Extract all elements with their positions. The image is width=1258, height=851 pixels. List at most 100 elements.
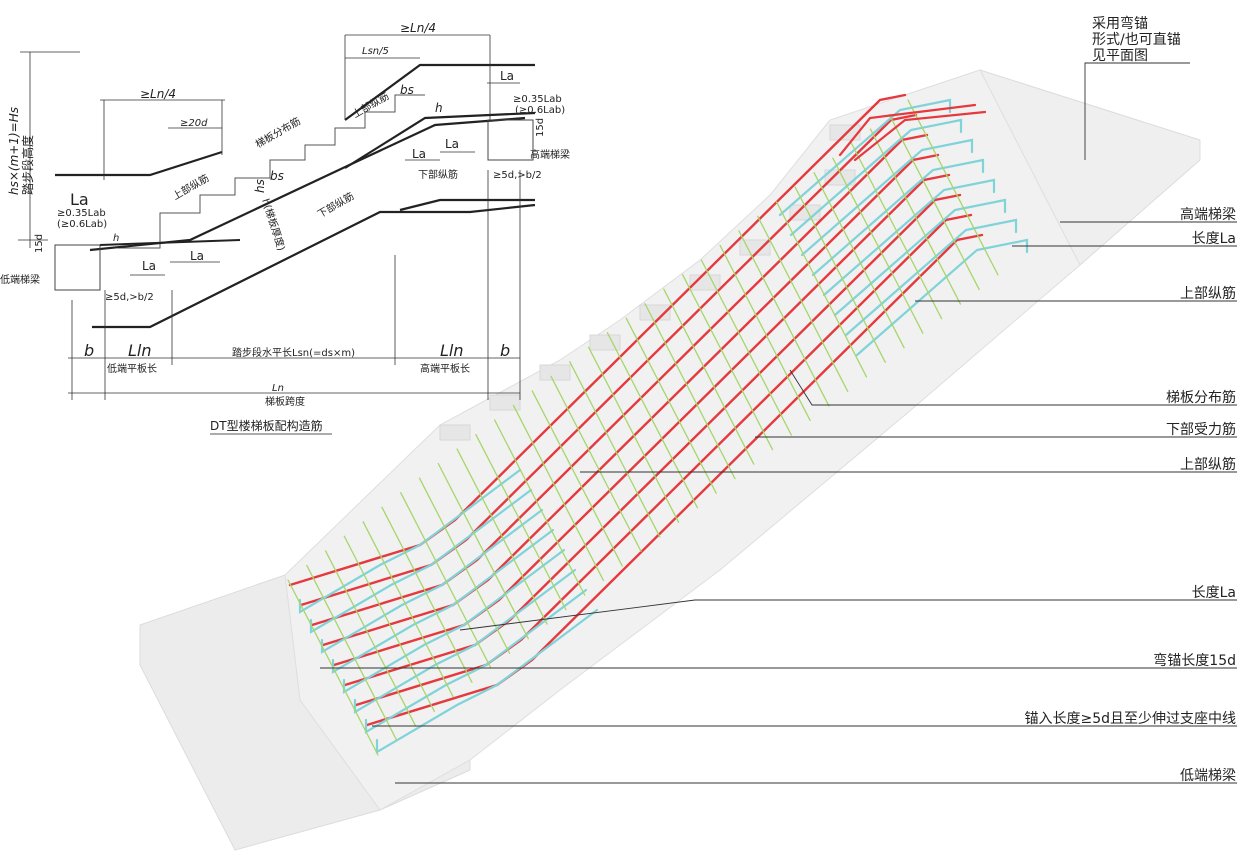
callout-note-2: 形式/也可直锚 [1092, 31, 1181, 48]
callout-note-1: 采用弯锚 [1092, 15, 1148, 32]
upper-bar-low [364, 588, 588, 734]
upper-bar-low [309, 488, 533, 634]
dim-la-low-1: La [142, 259, 156, 273]
dim-035-high: ≥0.35Lab [513, 94, 562, 105]
distribution-bar [850, 142, 943, 320]
rebar-cage [287, 93, 1029, 756]
dim-la-left: La [70, 190, 89, 209]
callout-bend-15d: 弯锚长度15d [1153, 652, 1236, 669]
dim-5d-high: ≥5d,>b/2 [493, 170, 542, 181]
vertical-text-height: 踏步段高度 [20, 135, 35, 195]
callout-length-la-1: 长度La [1192, 231, 1236, 247]
upper-bar-high [844, 218, 1018, 337]
upper-bar-low [55, 150, 223, 177]
upper-bar-high [800, 138, 974, 257]
distribution-bar [418, 477, 511, 654]
distribution-bar [813, 172, 905, 349]
label-upper-bar-1: 上部纵筋 [170, 171, 211, 202]
dim-lsn5: Lsn/5 [362, 46, 389, 57]
distribution-bar [681, 273, 774, 451]
dim-bs-1: bs [270, 169, 284, 183]
upper-bar-high [822, 178, 996, 297]
distribution-bar [287, 579, 379, 756]
callout-anchor: 锚入长度≥5d且至少伸过支座中线 [1024, 711, 1236, 727]
section-caption: DT型楼梯板配构造筋 [210, 418, 323, 433]
distribution-bar [663, 288, 755, 465]
label-upper-bar-2: 上部纵筋 [350, 89, 391, 120]
high-beam-section [487, 119, 534, 161]
dim-h-1: h [435, 101, 443, 115]
distribution-bar [587, 346, 680, 523]
stair-steps-outline [118, 94, 425, 249]
dim-20d: ≥20d [180, 118, 208, 129]
dim-lln-right: Lln [440, 341, 464, 360]
dim-hs: hs [253, 179, 267, 193]
stair-soffit-line [92, 203, 536, 329]
label-dist-bar: 梯板分布筋 [253, 114, 303, 150]
distribution-bar [306, 564, 398, 742]
upper-bar-low [298, 468, 522, 614]
label-lower-bar-2: 下部纵筋 [418, 168, 458, 181]
callout-low-beam: 低端梯梁 [1180, 768, 1236, 784]
callout-length-la-2: 长度La [1192, 585, 1236, 601]
step-risers [439, 124, 861, 441]
distribution-bar [738, 230, 830, 407]
dim-ln4-mid: ≥Ln/4 [140, 87, 176, 101]
label-slab-thickness: h(梯板厚度) [259, 197, 288, 253]
callout-note-3: 见平面图 [1092, 48, 1148, 64]
distribution-bar [869, 128, 962, 305]
dim-bs-2: bs [400, 83, 414, 97]
dim-la-top: La [500, 69, 514, 83]
distribution-bar [531, 390, 623, 567]
low-beam-section [54, 244, 101, 291]
distribution-bar [794, 186, 886, 363]
label-lower-bar-1: 下部纵筋 [315, 189, 356, 220]
distribution-bar [907, 99, 999, 276]
callout-upper-bar-2: 上部纵筋 [1180, 456, 1236, 473]
callout-upper-bar-1: 上部纵筋 [1180, 285, 1236, 302]
lower-bar-upper [399, 198, 535, 212]
upper-bar-high [789, 118, 963, 237]
high-end-bar [853, 110, 987, 162]
upper-bar-top [344, 63, 535, 121]
distribution-bar [700, 259, 792, 436]
dim-ln: Ln [272, 383, 284, 394]
lower-bar-low-2 [99, 239, 241, 246]
dim-lsn: 踏步段水平长Lsn(=ds×m) [232, 346, 355, 359]
distribution-bar [644, 302, 736, 480]
distribution-bar [494, 419, 586, 596]
dim-b-left: b [84, 341, 94, 360]
distribution-bar [606, 332, 699, 509]
distribution-bar [343, 535, 436, 713]
upper-bar-low [353, 568, 577, 714]
label-span: 梯板跨度 [265, 395, 305, 408]
dim-top-ln4: ≥Ln/4 [400, 21, 436, 35]
distribution-bar [324, 550, 417, 727]
dim-15d-high: 15d [535, 118, 546, 137]
label-low-beam: 低端梯梁 [0, 273, 40, 286]
label-high-plate: 高端平板长 [420, 362, 470, 375]
distribution-bar [437, 462, 529, 640]
dim-5d-low: ≥5d,>b/2 [105, 292, 154, 303]
distribution-bar [757, 215, 849, 393]
distribution-bar [832, 157, 924, 334]
dim-la-high-1: La [412, 147, 426, 161]
dim-06-low: (≥0.6Lab) [57, 219, 107, 230]
section-drawing [18, 34, 536, 400]
upper-bar-high [833, 198, 1007, 317]
distribution-bar [381, 506, 473, 683]
distribution-bar [775, 201, 868, 378]
vertical-text-hs: hs×(m+1)=Hs [7, 107, 21, 195]
section-labels: ≥Ln/4 Lsn/5 La ≥0.35Lab (≥0.6Lab) 15d 高端… [0, 21, 570, 435]
label-low-plate: 低端平板长 [107, 362, 157, 375]
dim-h-2: h [113, 233, 119, 244]
callout-lower-bar: 下部受力筋 [1166, 421, 1236, 438]
dim-035-low: ≥0.35Lab [57, 208, 106, 219]
upper-bar-high [778, 98, 952, 217]
lower-bar-low [89, 116, 526, 252]
distribution-bar [456, 448, 548, 625]
dim-la-low-2: La [190, 249, 204, 263]
callout-leaders [320, 62, 1237, 784]
distribution-bar [512, 404, 605, 582]
